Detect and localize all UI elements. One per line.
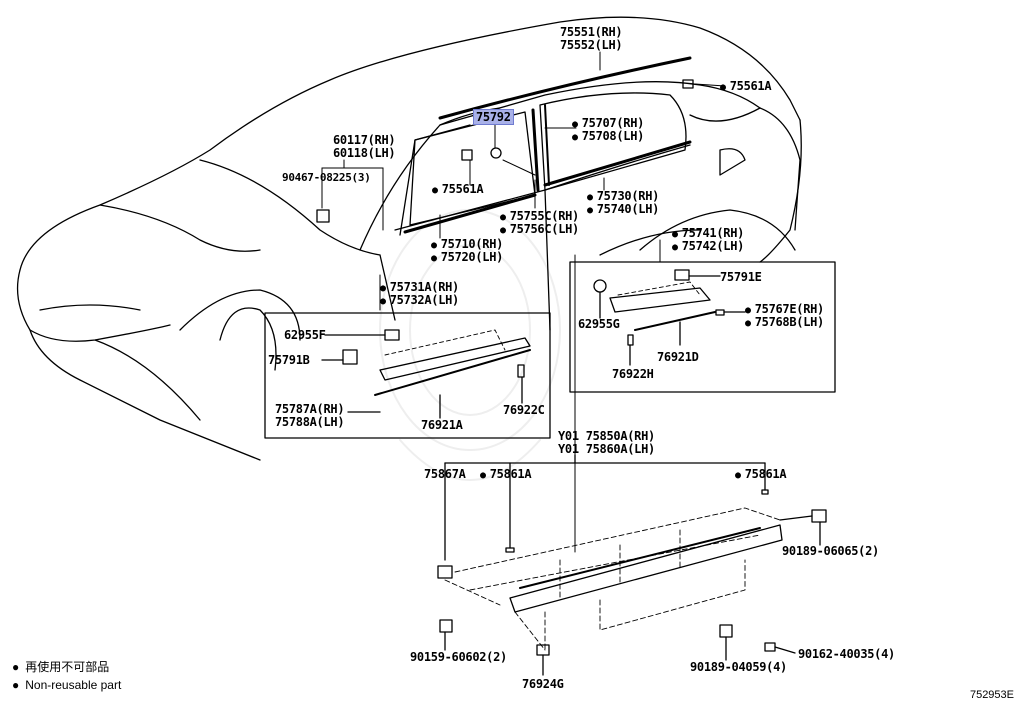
diagram-code: 752953E <box>969 689 1014 701</box>
label-75552: 75552(LH) <box>560 38 623 52</box>
label-90162-40035: 90162-40035(4) <box>798 647 895 661</box>
label-75741: 75741(RH) <box>672 227 745 241</box>
label-75742: 75742(LH) <box>672 240 745 254</box>
label-90189-04059: 90189-04059(4) <box>690 660 787 674</box>
detail-box-rear-door <box>570 262 835 392</box>
label-75791b: 75791B <box>268 353 310 367</box>
label-75756c: 75756C(LH) <box>500 223 580 237</box>
label-75710: 75710(RH) <box>431 238 504 252</box>
label-75768b: 75768B(LH) <box>745 316 825 330</box>
label-75730: 75730(RH) <box>587 190 660 204</box>
rocker-panel <box>438 455 826 675</box>
label-76922h: 76922H <box>612 367 654 381</box>
label-76921d: 76921D <box>657 350 699 364</box>
label-75551: 75551(RH) <box>560 25 623 39</box>
label-62955g: 62955G <box>578 317 620 331</box>
label-75787a: 75787A(RH) <box>275 402 345 416</box>
label-75861a-left: 75861A <box>480 468 532 482</box>
label-75720: 75720(LH) <box>431 251 504 265</box>
label-90467: 90467-08225(3) <box>282 171 371 184</box>
label-75561a-top: 75561A <box>720 80 772 94</box>
label-76922c: 76922C <box>503 403 545 417</box>
legend-english: Non-reusable part <box>12 676 121 694</box>
detail-box-front-door <box>265 313 550 438</box>
label-y01-75850a: Y01 75850A(RH) <box>558 429 655 443</box>
label-75791e: 75791E <box>720 270 762 284</box>
label-75740: 75740(LH) <box>587 203 660 217</box>
label-76924g: 76924G <box>522 677 564 691</box>
label-75792[interactable]: 75792 <box>473 109 514 125</box>
body-clips <box>317 80 693 222</box>
label-62955f: 62955F <box>284 328 326 342</box>
label-75767e: 75767E(RH) <box>745 303 825 317</box>
label-60117: 60117(RH) <box>333 133 396 147</box>
label-75788a: 75788A(LH) <box>275 415 345 429</box>
label-75561a-mid: 75561A <box>432 183 484 197</box>
label-90159-60602: 90159-60602(2) <box>410 650 507 664</box>
car-body <box>18 17 802 460</box>
label-75755c: 75755C(RH) <box>500 210 580 224</box>
label-75707: 75707(RH) <box>572 117 645 131</box>
legend-japanese: 再使用不可部品 <box>12 658 121 676</box>
label-75732a: 75732A(LH) <box>380 294 460 308</box>
legend: 再使用不可部品 Non-reusable part <box>12 658 121 694</box>
leader-lines <box>322 52 725 552</box>
label-75708: 75708(LH) <box>572 130 645 144</box>
label-75867a: 75867A <box>424 467 466 481</box>
label-76921a: 76921A <box>421 418 463 432</box>
label-60118: 60118(LH) <box>333 146 396 160</box>
label-90189-06065: 90189-06065(2) <box>782 544 879 558</box>
label-75731a: 75731A(RH) <box>380 281 460 295</box>
label-y01-75860a: Y01 75860A(LH) <box>558 442 655 456</box>
label-75861a-right: 75861A <box>735 468 787 482</box>
